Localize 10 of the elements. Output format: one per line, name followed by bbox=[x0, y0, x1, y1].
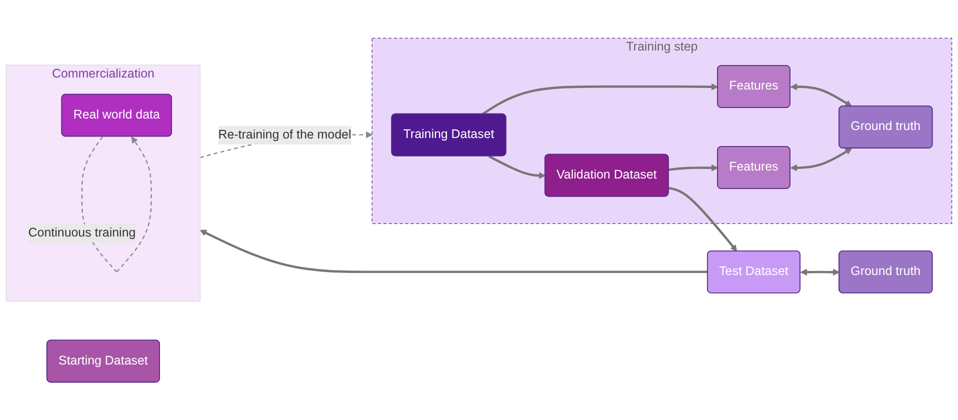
edge-label: Re-training of the model bbox=[218, 128, 352, 142]
arrow bbox=[790, 83, 852, 106]
arrow bbox=[790, 148, 852, 172]
arrow bbox=[800, 268, 840, 276]
arrow bbox=[200, 230, 708, 273]
arrow bbox=[668, 164, 718, 172]
arrow bbox=[668, 186, 738, 252]
arrow bbox=[482, 83, 718, 115]
arrow bbox=[488, 154, 546, 179]
edge-label: Continuous training bbox=[28, 226, 136, 240]
